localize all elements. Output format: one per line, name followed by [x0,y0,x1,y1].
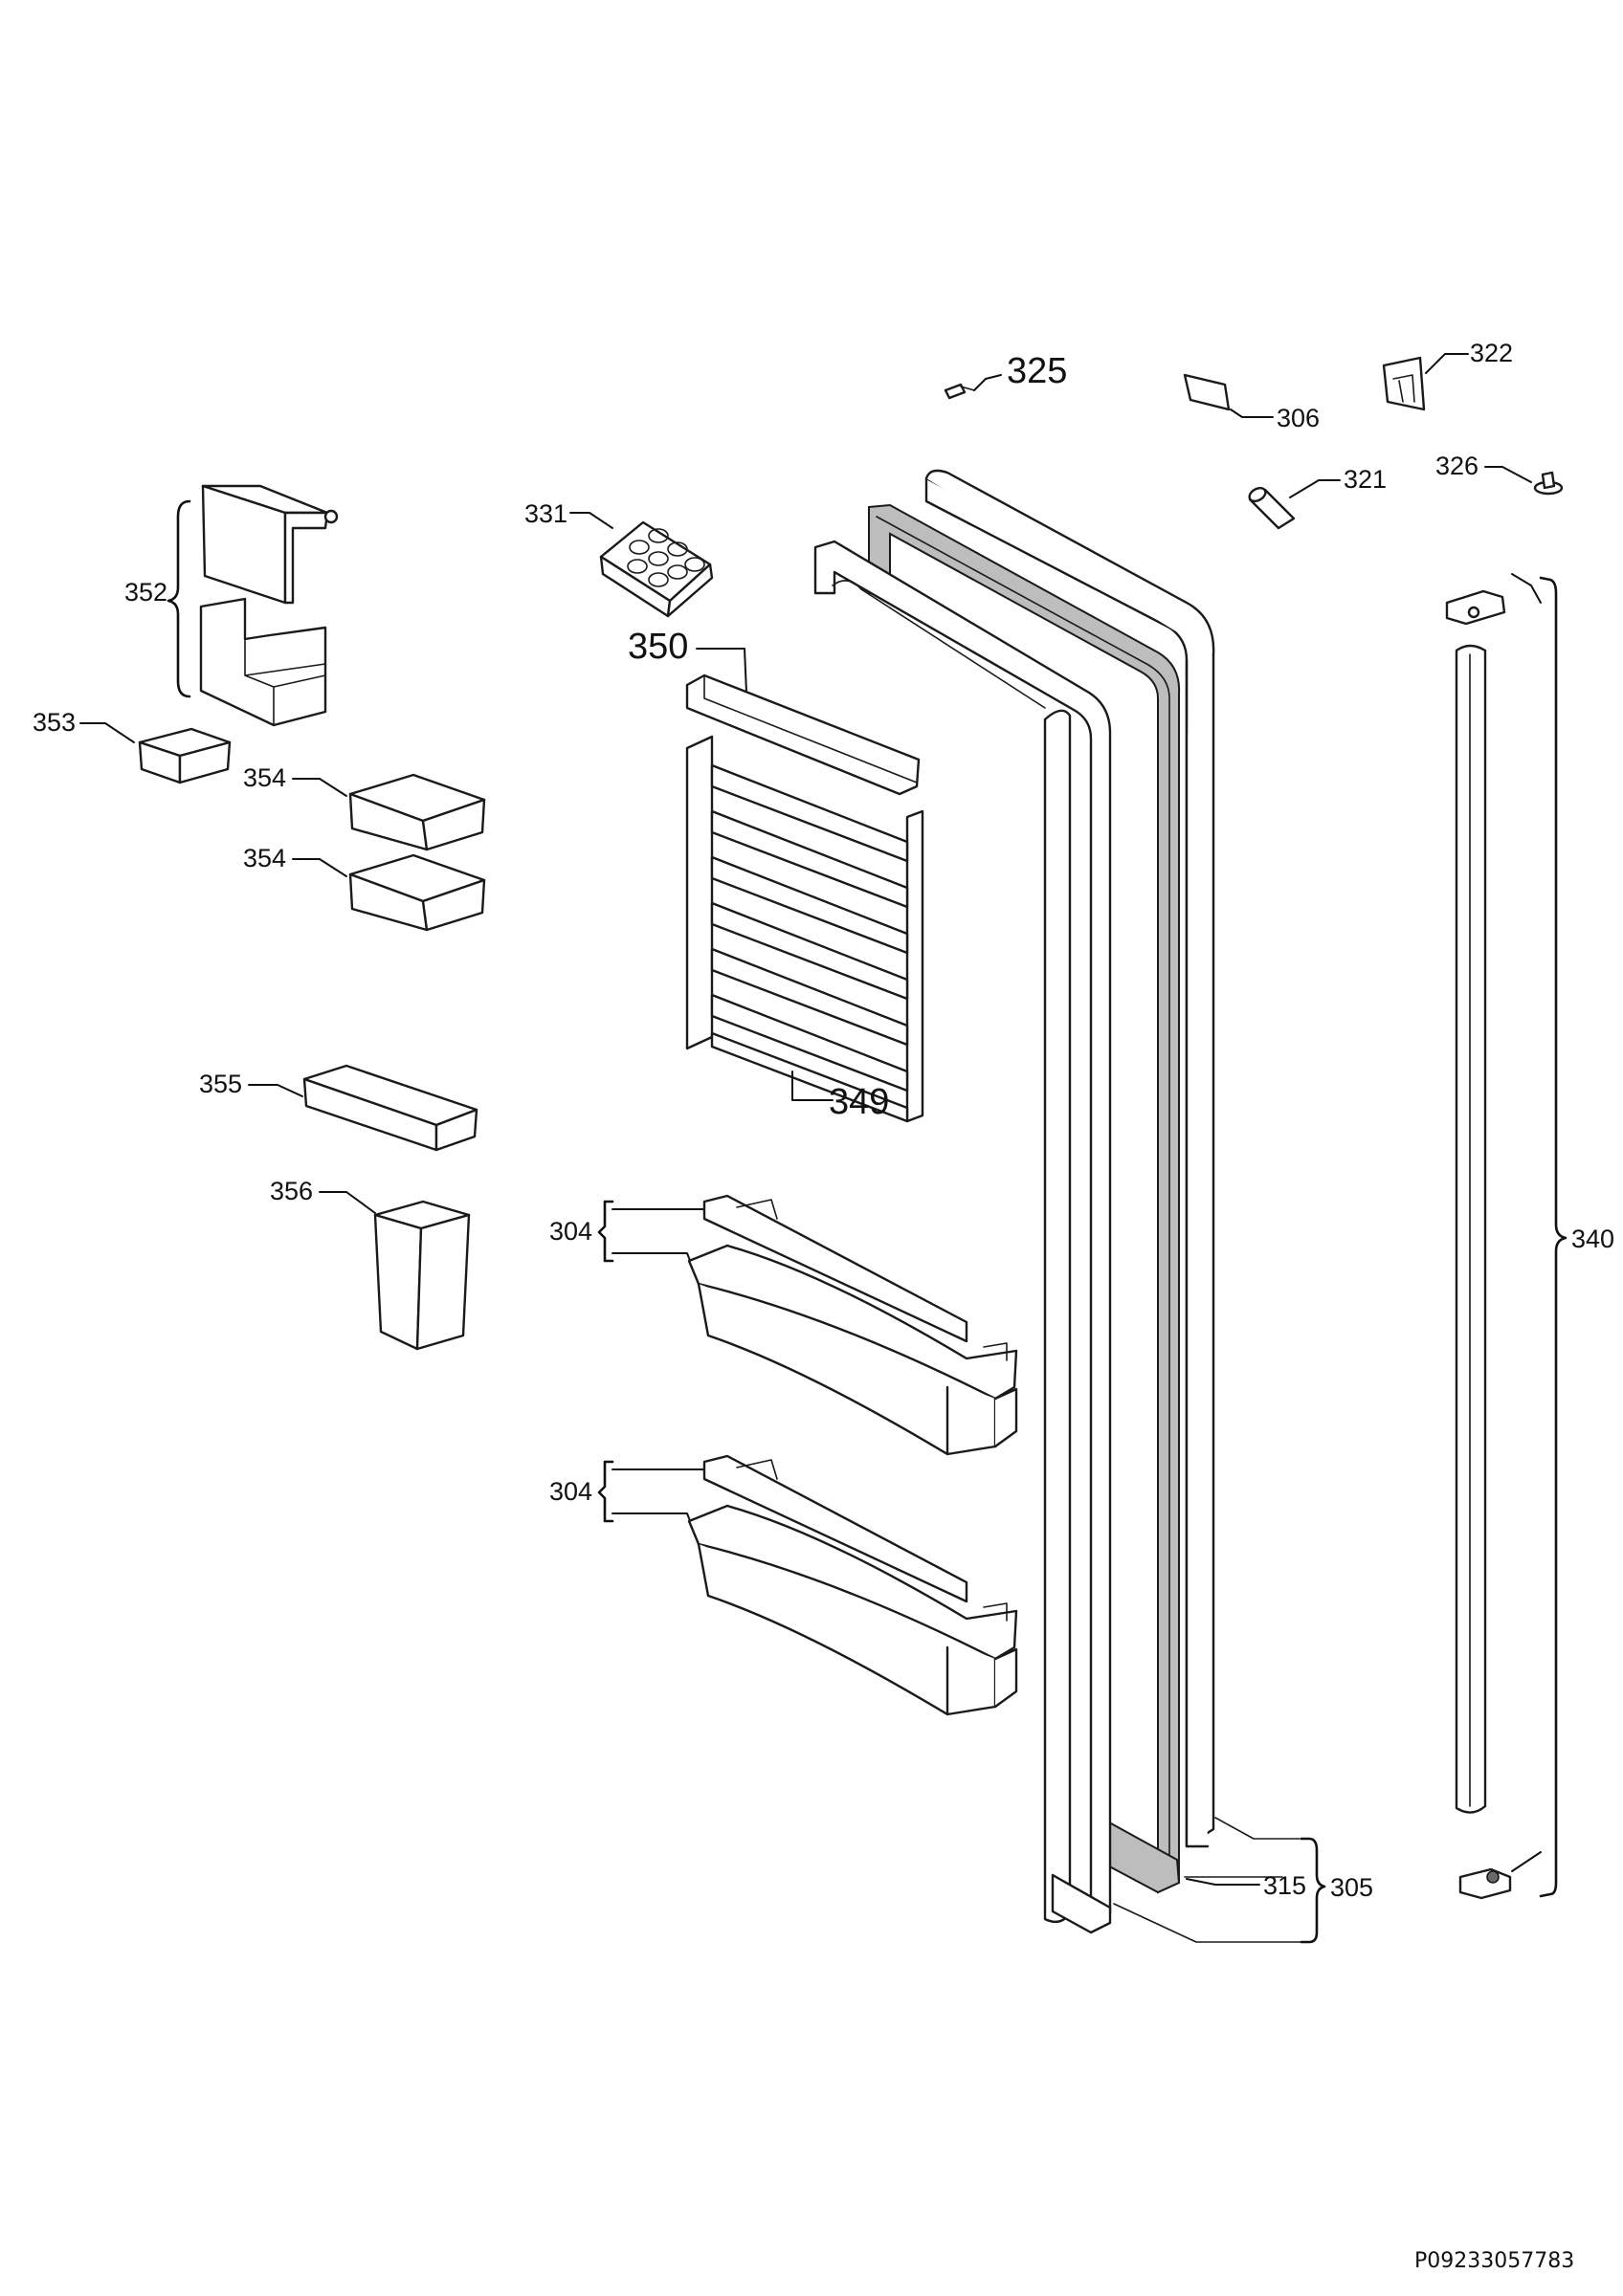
part-number-305: 305 [1330,1873,1373,1902]
door-outer-panel [924,469,1215,1848]
part-number-315: 315 [1263,1871,1306,1900]
part-number-331: 331 [524,499,567,528]
part-number-354-bottom: 354 [243,844,286,872]
part-number-353: 353 [33,708,76,737]
door-bottom-lines [1113,1817,1302,1943]
handle-bottom-cap-icon [1458,1867,1512,1900]
part-number-304-bottom: 304 [549,1477,592,1506]
brace-340 [1539,576,1567,1898]
part-number-321: 321 [1344,465,1387,494]
part-number-322: 322 [1470,339,1513,367]
part-number-356: 356 [270,1177,313,1205]
part-number-306: 306 [1277,404,1320,432]
handle-bar-icon [1455,644,1487,1814]
shelf-top-rail-icon [685,673,921,796]
drawing-code: P09233057783 [1414,2249,1574,2273]
brace-305 [1300,1837,1326,1944]
long-bin-icon [302,1064,478,1152]
brace-304-bottom [597,1460,614,1523]
door-inner-liner [813,540,1112,1934]
door-gasket [868,503,1181,1894]
part-number-326: 326 [1435,452,1478,480]
part-number-350: 350 [628,627,688,667]
egg-tray-icon [599,520,714,618]
handle-top-cap-icon [1445,589,1506,626]
part-number-304-top: 304 [549,1217,592,1246]
part-number-352: 352 [124,578,167,607]
leader-315 [1186,1878,1260,1886]
part-number-349: 349 [829,1082,889,1122]
door-balcony-top-icon [687,1194,1018,1456]
shelf-frame-icon [685,735,924,1123]
brace-352 [167,499,191,698]
part-number-355: 355 [199,1070,242,1098]
small-bin-icon [138,727,232,784]
dairy-cover-icon [201,484,339,605]
part-number-325: 325 [1007,351,1067,391]
door-bin-354-top-icon [348,773,486,851]
part-number-340: 340 [1571,1225,1614,1253]
hinge-bracket-icon [1382,356,1426,411]
handle-leaders [1511,573,1542,1872]
part-number-354-top: 354 [243,763,286,792]
bottle-holder-icon [373,1200,471,1351]
label-plate-icon [1183,373,1231,411]
dairy-box-icon [199,597,327,727]
door-bin-354-bottom-icon [348,853,486,932]
brace-304-top [597,1200,614,1263]
door-balcony-bottom-icon [687,1454,1018,1716]
hinge-pin-icon [1248,486,1296,530]
screw-icon [944,383,975,400]
plug-cap-icon [1533,471,1564,496]
